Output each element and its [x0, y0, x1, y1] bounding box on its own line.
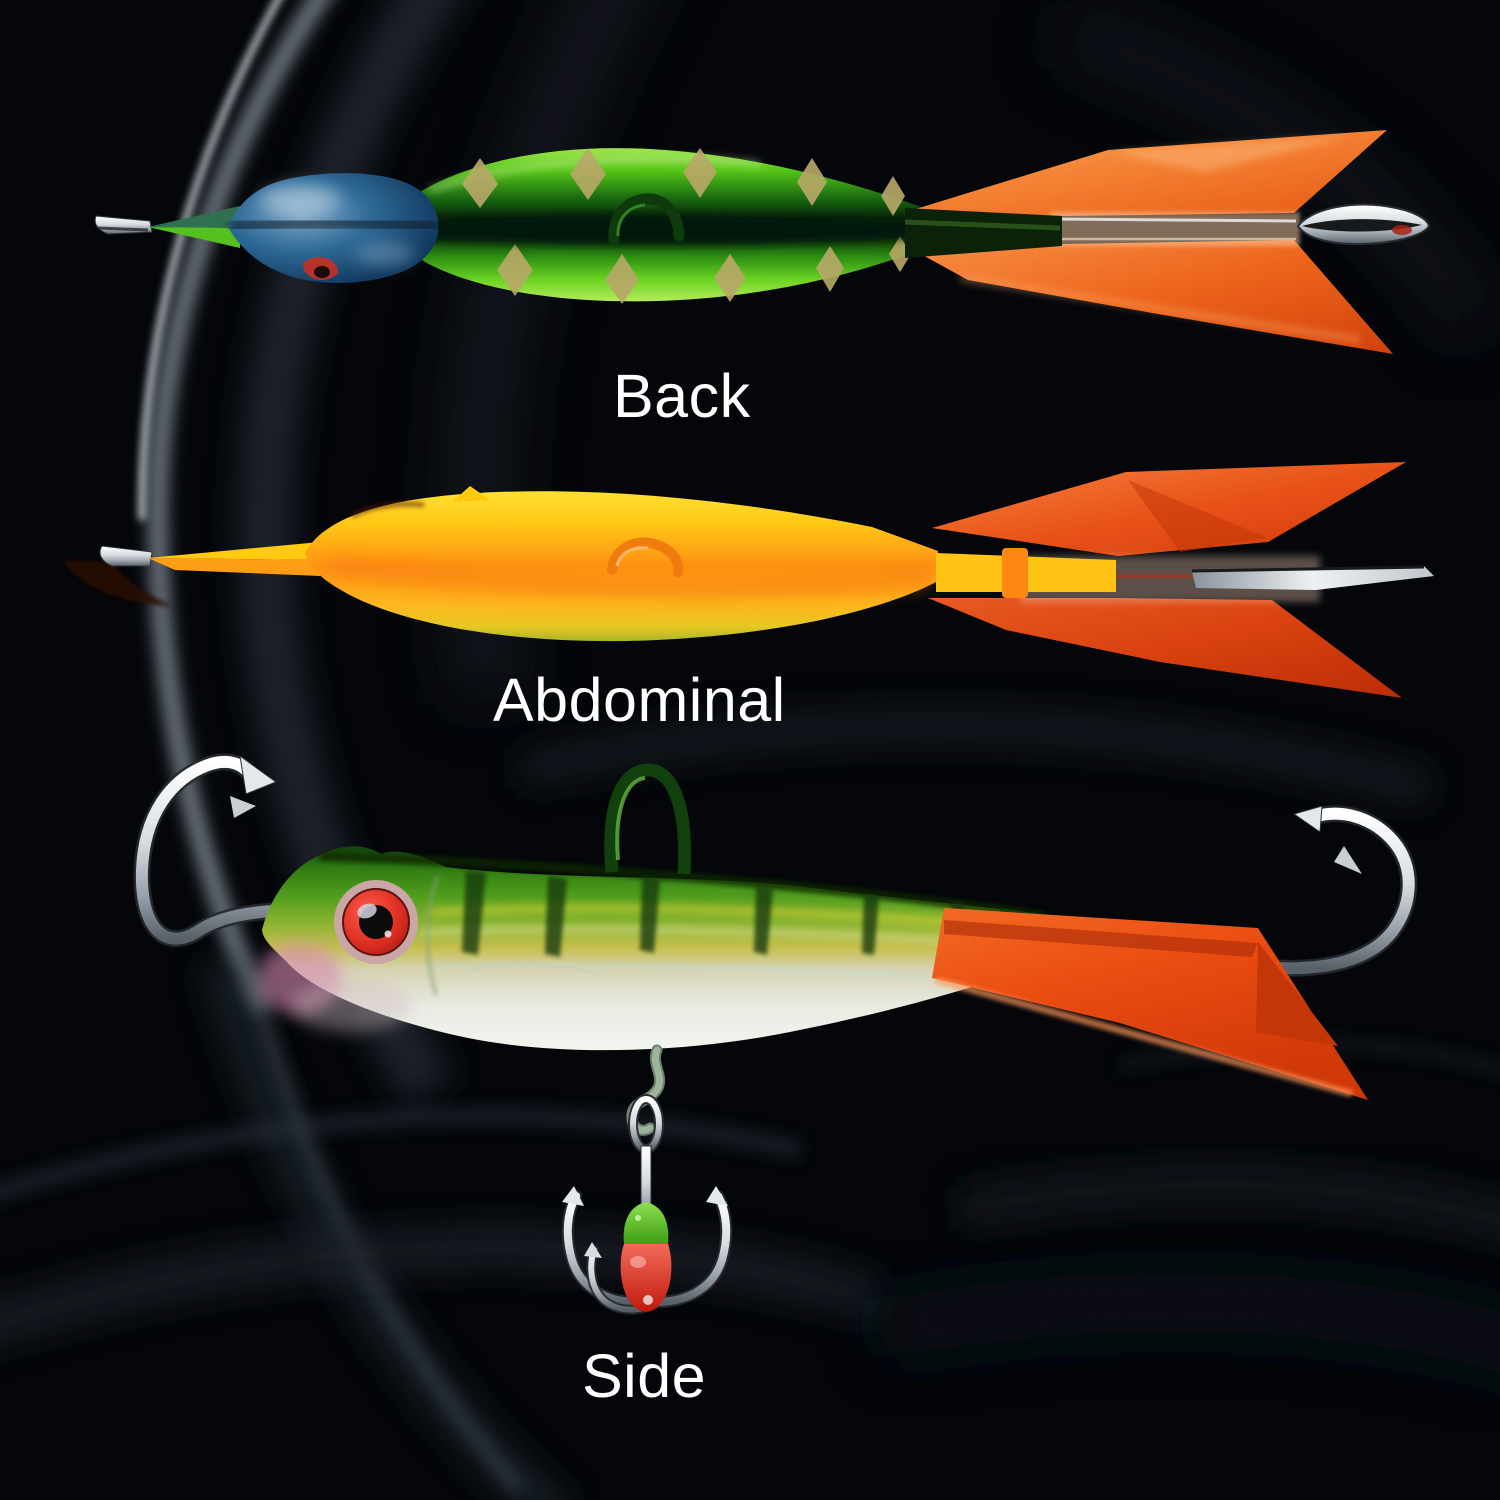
- abdominal-tail-fin-lower: [928, 598, 1402, 698]
- abdominal-tail-stub: [936, 548, 1116, 598]
- abdominal-nose-spike: [148, 542, 320, 576]
- abdominal-rear-hook-point: [1191, 565, 1434, 590]
- fish-body: [258, 846, 1048, 1051]
- side-tail-fin: [932, 908, 1368, 1100]
- treble-bead-green: [623, 1202, 669, 1244]
- head: [228, 173, 438, 283]
- view-label-back: Back: [613, 362, 751, 430]
- fish-eye: [334, 880, 418, 964]
- back-tail-stub: [904, 208, 1062, 258]
- abdominal-hook-point: [99, 545, 153, 567]
- back-line-tie-clip: [608, 193, 685, 246]
- abdominal-tail-fin-upper-shade: [1128, 480, 1268, 552]
- back-dark-stripe: [330, 215, 1065, 245]
- abdominal-body: [305, 486, 938, 642]
- back-tail-hook-eye: [1296, 203, 1431, 246]
- back-tail-fin-upper-sheen: [1110, 136, 1350, 172]
- nose-spike: [148, 206, 240, 248]
- treble-hook: [561, 1094, 733, 1315]
- back-tail-fin-lower-sheen: [959, 275, 1361, 343]
- lure-back-view: [94, 130, 1431, 354]
- view-label-side: Side: [582, 1342, 707, 1410]
- lure-abdominal-view: [62, 462, 1434, 698]
- abdominal-hook-shadow: [62, 560, 172, 606]
- treble-bead-red: [620, 1244, 672, 1312]
- tail-fold-band: [1050, 212, 1300, 246]
- dorsal-line-tie: [604, 763, 692, 875]
- view-label-abdominal: Abdominal: [493, 666, 786, 734]
- nose-hook-point: [94, 215, 153, 235]
- gold-scale-pattern: [462, 148, 911, 304]
- back-eye: [302, 257, 339, 280]
- lure-side-view: [133, 753, 1418, 1315]
- rear-hook: [1231, 805, 1418, 977]
- abdominal-wire-loop: [607, 537, 684, 577]
